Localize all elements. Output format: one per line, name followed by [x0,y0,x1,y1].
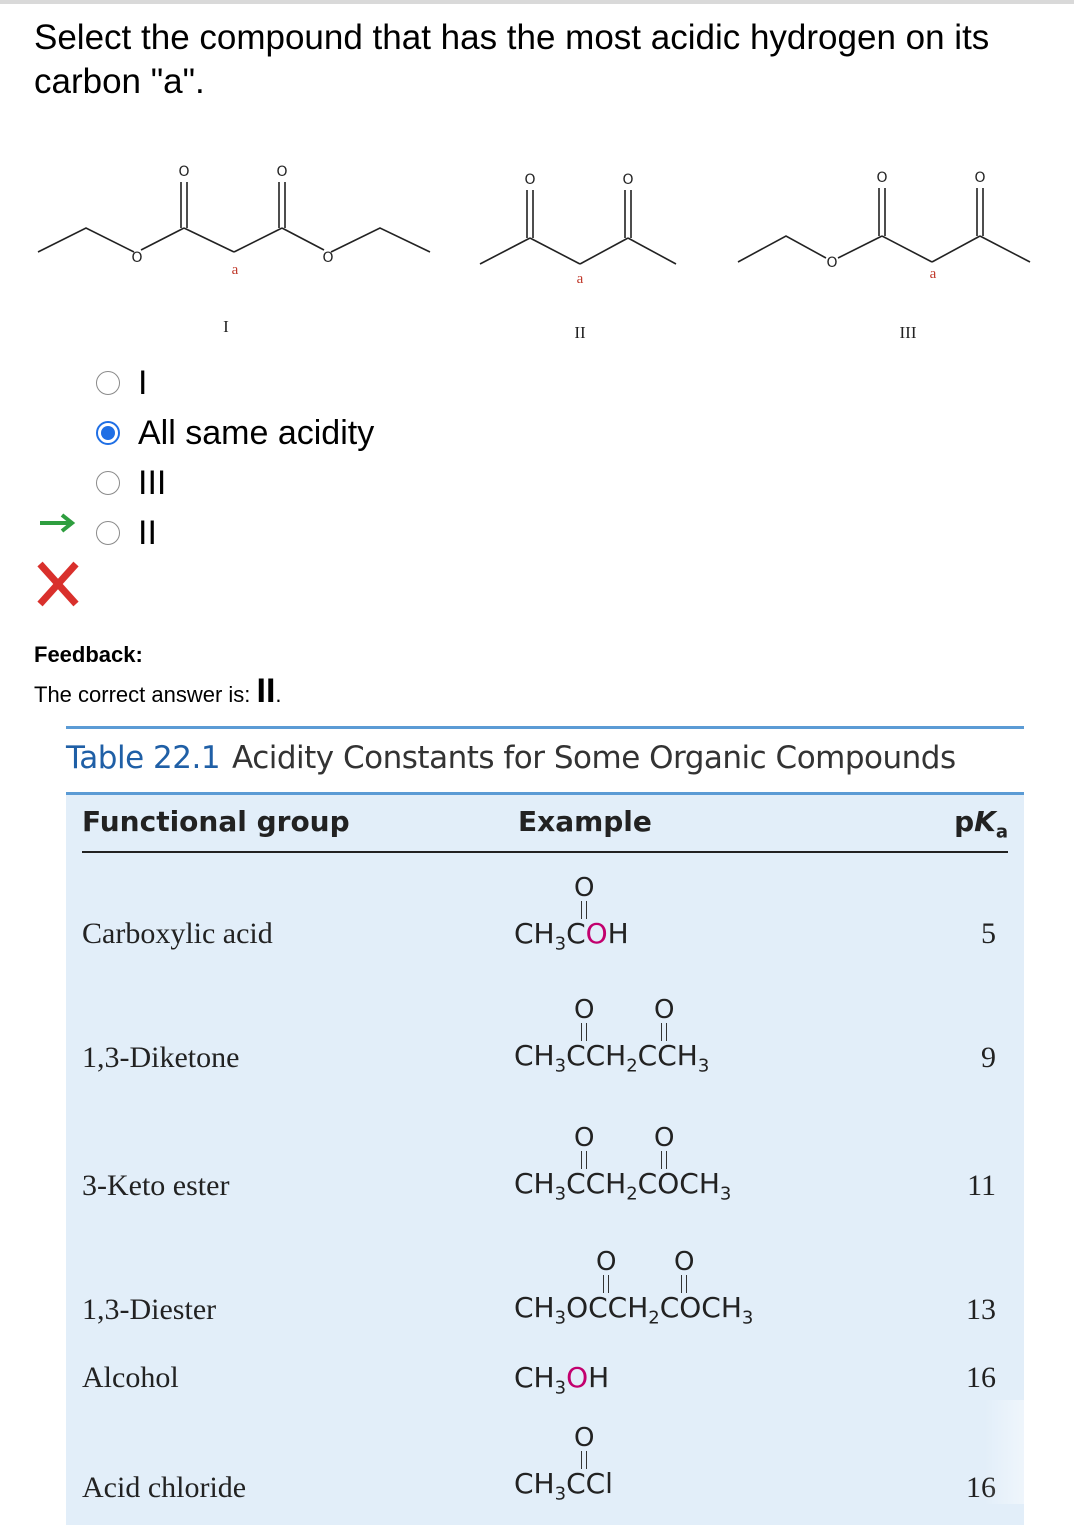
mol1-oxygen-2: O [178,164,189,180]
mol3-oxygen-1: O [826,255,837,271]
question-text: Select the compound that has the most ac… [34,18,990,101]
mol1-label: I [223,317,229,336]
row-6-group: Acid chloride [82,1471,247,1504]
mol2-carbon-a-label: a [577,271,584,287]
mol2-oxygen-2: O [622,172,633,188]
acidity-table-figure: Table 22.1 Acidity Constants for Some Org… [66,726,1024,1525]
mol1-oxygen-4: O [322,250,333,266]
row-2-pka: 9 [981,1041,996,1074]
feedback-title: Feedback: [34,642,143,667]
row-1-pka: 5 [981,917,996,950]
row-5-pka: 16 [966,1361,996,1394]
option-3[interactable]: III [96,458,374,508]
table-number: Table 22.1 [66,740,221,776]
radio-option-2-selected[interactable] [96,421,120,445]
row-3-group: 3-Keto ester [82,1169,230,1202]
table-body: Functional group Example pKa Carboxylic … [66,792,1024,1525]
option-2-label: All same acidity [138,413,375,452]
option-4-label: II [138,513,157,552]
feedback-answer: II [256,672,276,710]
row-5-group: Alcohol [82,1361,179,1394]
row-4-pka: 13 [966,1293,996,1326]
radio-option-4[interactable] [96,521,120,545]
table-title: Table 22.1 Acidity Constants for Some Org… [66,740,956,776]
option-3-label: III [138,463,167,502]
row-1-group: Carboxylic acid [82,917,273,950]
header-pka: pKa [954,805,1008,843]
header-rule [82,851,1008,853]
row-5-example: CH3OH [514,1361,610,1399]
header-example: Example [518,805,652,838]
mol3-label: III [900,323,917,342]
mol3-carbon-a-label: a [930,266,937,282]
option-1-label: I [138,363,148,402]
option-2[interactable]: All same acidity [96,408,374,458]
feedback-prefix: The correct answer is: [34,682,257,707]
answer-options: I All same acidity III II [96,358,374,558]
mol1-carbon-a-label: a [232,262,239,278]
option-1[interactable]: I [96,358,374,408]
correct-answer-arrow-icon [40,513,76,533]
table-top-rule [66,726,1024,729]
mol1-oxygen-3: O [276,164,287,180]
mol2-label: II [574,323,586,342]
feedback-text: The correct answer is: II. [34,672,282,711]
row-4-group: 1,3-Diester [82,1293,217,1326]
incorrect-x-icon [37,561,79,607]
top-divider [0,0,1074,4]
mol2-oxygen-1: O [524,172,535,188]
mol3-oxygen-2: O [876,170,887,186]
radio-option-1[interactable] [96,371,120,395]
header-functional-group: Functional group [82,805,350,838]
molecule-structures: O O O O O O O O O a a a I II III [37,164,1031,342]
mol3-oxygen-3: O [974,170,985,186]
edge-fade [984,1400,1074,1504]
option-4[interactable]: II [96,508,374,558]
mol1-oxygen-1: O [131,250,142,266]
radio-option-3[interactable] [96,471,120,495]
row-2-group: 1,3-Diketone [82,1041,240,1074]
feedback-suffix: . [275,682,282,707]
table-title-text: Acidity Constants for Some Organic Compo… [232,740,956,776]
row-3-pka: 11 [967,1169,996,1202]
